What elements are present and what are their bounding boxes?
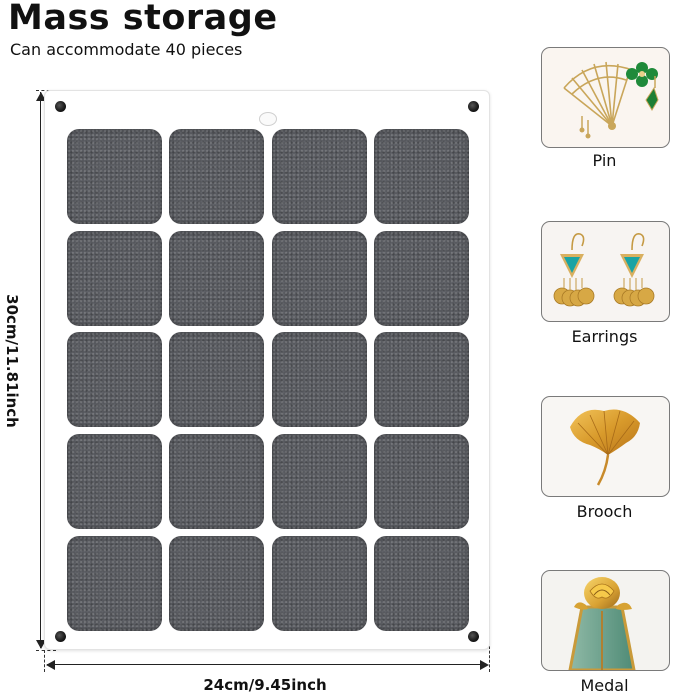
height-dimension-line xyxy=(40,92,41,648)
screw-top-left-icon xyxy=(55,101,66,112)
arrow-right-icon xyxy=(480,660,489,670)
dimension-guide-left xyxy=(44,650,45,672)
product-card-brooch xyxy=(541,396,670,497)
felt-pad xyxy=(373,332,469,428)
product-label-brooch: Brooch xyxy=(576,502,633,521)
felt-pad xyxy=(271,332,367,428)
product-label-medal: Medal xyxy=(580,676,629,695)
felt-pad xyxy=(271,129,367,224)
felt-pad xyxy=(169,434,265,530)
felt-pad xyxy=(373,535,469,631)
felt-pad xyxy=(67,129,162,224)
felt-pad xyxy=(67,535,162,631)
felt-pad xyxy=(373,129,469,224)
product-card-medal xyxy=(541,570,670,671)
dangle-earrings-icon xyxy=(553,233,655,307)
dimension-guide-bottom xyxy=(36,650,56,651)
felt-pad xyxy=(67,230,162,326)
felt-pad xyxy=(373,434,469,530)
screw-top-right-icon xyxy=(468,101,479,112)
width-dimension-line xyxy=(47,664,487,665)
page-title: Mass storage xyxy=(8,0,278,38)
fan-brooch-pin-icon xyxy=(563,61,659,139)
screw-bottom-right-icon xyxy=(468,631,479,642)
page-subtitle: Can accommodate 40 pieces xyxy=(10,40,243,59)
product-card-earrings xyxy=(541,221,670,322)
felt-pad xyxy=(169,332,265,428)
arrow-up-icon xyxy=(36,92,46,101)
arrow-down-icon xyxy=(36,640,46,649)
felt-pad xyxy=(169,535,265,631)
felt-pad xyxy=(67,332,162,428)
width-dimension-label: 24cm/9.45inch xyxy=(203,676,327,694)
ginkgo-leaf-brooch-icon xyxy=(570,409,640,486)
felt-pad xyxy=(169,230,265,326)
product-label-earrings: Earrings xyxy=(571,327,638,346)
height-dimension-label: 30cm/11.81inch xyxy=(3,294,21,428)
screw-bottom-left-icon xyxy=(55,631,66,642)
product-label-pin: Pin xyxy=(592,151,617,170)
felt-pad xyxy=(67,434,162,530)
felt-pad xyxy=(271,230,367,326)
hanging-hole xyxy=(259,112,277,126)
felt-pad xyxy=(373,230,469,326)
felt-pad xyxy=(271,434,367,530)
felt-pad xyxy=(271,535,367,631)
felt-grid xyxy=(67,129,469,631)
rose-medal-icon xyxy=(568,577,636,670)
storage-board xyxy=(44,90,490,650)
felt-pad xyxy=(169,129,265,224)
arrow-left-icon xyxy=(46,660,55,670)
product-card-pin xyxy=(541,47,670,148)
dimension-guide-right xyxy=(489,646,490,672)
